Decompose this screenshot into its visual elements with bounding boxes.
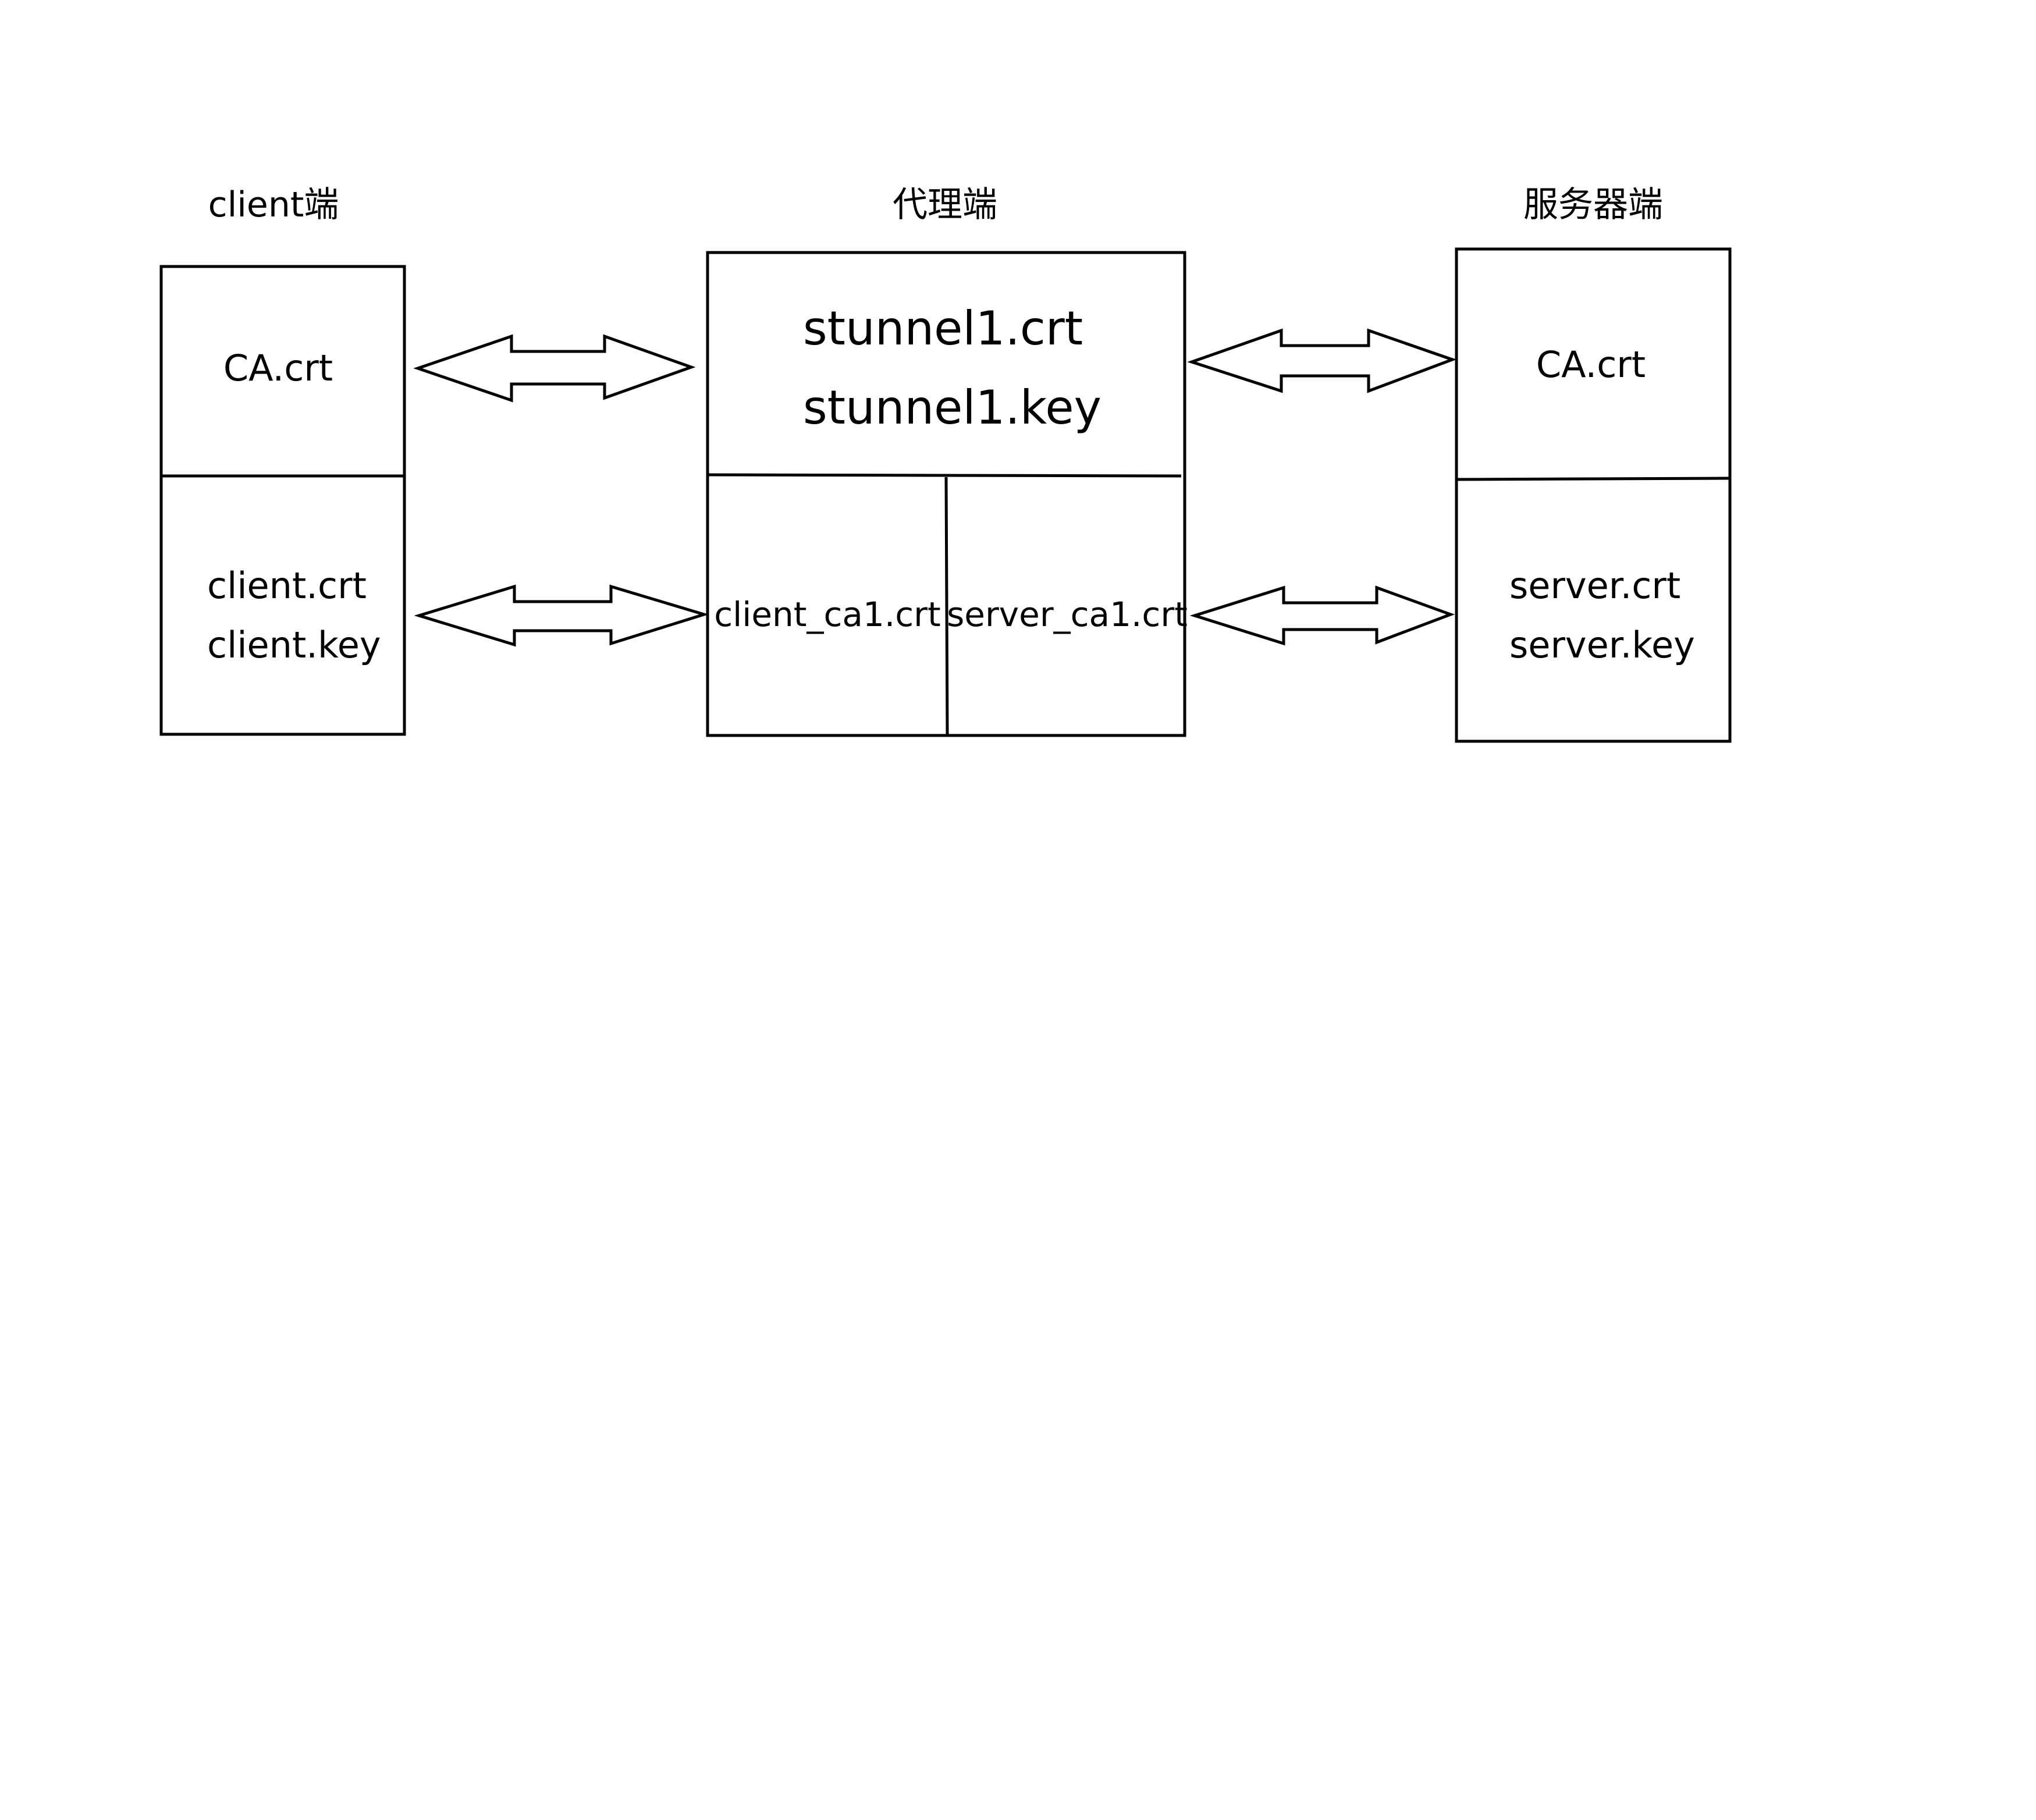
- client-crt: client.crt: [207, 564, 367, 607]
- client-heading: client端: [208, 184, 339, 225]
- proxy-heading: 代理端: [893, 184, 997, 225]
- client-ca1-crt: client_ca1.crt: [714, 595, 941, 634]
- server-ca1-crt: server_ca1.crt: [947, 595, 1188, 634]
- client-ca-crt: CA.crt: [223, 347, 333, 389]
- arrow-client-proxy-top: [413, 334, 696, 403]
- server-ca-crt: CA.crt: [1536, 343, 1646, 386]
- arrow-proxy-server-bottom: [1189, 585, 1455, 646]
- stunnel-crt: stunnel1.crt: [803, 301, 1083, 356]
- proxy-box: stunnel1.crt stunnel1.key client_ca1.crt…: [706, 251, 1188, 737]
- server-crt: server.crt: [1509, 564, 1680, 607]
- arrow-client-proxy-bottom: [414, 584, 709, 647]
- server-box: CA.crt server.crt server.key: [1455, 247, 1732, 743]
- arrow-proxy-server-top: [1187, 328, 1457, 393]
- stunnel-key: stunnel1.key: [803, 381, 1101, 435]
- client-box: CA.crt client.crt client.key: [159, 265, 406, 736]
- server-key: server.key: [1509, 624, 1695, 666]
- client-key: client.key: [207, 624, 381, 666]
- server-heading: 服务器端: [1523, 184, 1663, 225]
